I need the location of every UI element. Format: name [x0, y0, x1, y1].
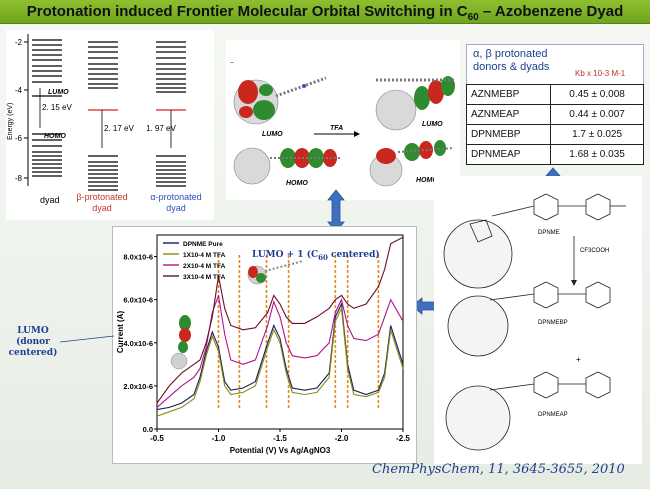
gap-label-dyad: 2. 15 eV [42, 103, 72, 112]
energy-axis: -2 -4 -6 -8 Energy (eV) [7, 34, 29, 186]
tfa-arrow-head [354, 131, 360, 137]
table-cell-name: DPNMEBP [465, 124, 552, 145]
energy-level-svg: -2 -4 -6 -8 Energy (eV) 2. 15 eV 2. 17 e… [7, 34, 202, 213]
chart-axes: -0.5 -1.0 -1.5 -2.0 -2.5 0.0 2.0x10-6 4.0x10-6 6… [116, 234, 410, 455]
chart-x-tick-label: -0.5 [150, 434, 164, 443]
chart-series-line [156, 306, 404, 417]
table-cell-name: DPNMEAP [465, 144, 552, 165]
molecular-orbital-panel: -- LUMO LUMO TFA [226, 40, 460, 200]
chart-xlabel: Potential (V) Vs Ag/AgNO3 [230, 446, 331, 455]
chart-inset-lumo-donor-image [170, 315, 191, 370]
table-cell-value: 1.68 ± 0.035 [550, 144, 644, 165]
energy-tick: -4 [15, 86, 23, 95]
annotation-lumo-donor: LUMO (donor centered) [8, 326, 58, 358]
chart-svg: -0.5 -1.0 -1.5 -2.0 -2.5 0.0 2.0x10-6 4.0x10-6 6… [116, 234, 410, 455]
chart-y-tick-label: 0.0 [143, 425, 153, 434]
chart-legend-label: DPNME Pure [183, 241, 223, 248]
citation: ChemPhysChem, 11, 3645-3655, 2010 [372, 462, 625, 477]
chart-y-tick-label: 2.0x10-6 [123, 382, 153, 391]
energy-level-diagram: -2 -4 -6 -8 Energy (eV) 2. 15 eV 2. 17 e… [6, 30, 214, 220]
chart-legend-label: 2X10-4 M TFA [183, 263, 226, 270]
chart-y-tick-label: 8.0x10-6 [123, 253, 153, 262]
table-cell-name: AZNMEAP [465, 104, 552, 125]
tfa-arrow-label: TFA [330, 125, 343, 132]
mo-lumo-dyad-image [233, 76, 327, 125]
chart-inset-lumo-c60-image [247, 260, 304, 285]
column-label-beta-line2: dyad [92, 203, 112, 213]
chart-ylabel: Current (A) [116, 311, 125, 354]
chemical-structures-panel: DPNME CF3COOH DPNMEBP + DPNMEAP [434, 176, 642, 464]
chart-x-tick-label: -2.0 [335, 434, 349, 443]
mo-label-lumo-right: LUMO [422, 121, 443, 128]
homo-label: HOMO [44, 133, 66, 140]
column-label-alpha-line1: α-protonated [150, 192, 201, 202]
energy-tick: -2 [15, 38, 23, 47]
structure-label-dpnmeap: DPNMEAP [538, 412, 568, 418]
table-cell-name: AZNMEBP [465, 84, 552, 105]
mo-homo-protonated-image [369, 140, 455, 187]
chart-y-tick-label: 6.0x10-6 [123, 296, 153, 305]
chart-peak-guides [217, 255, 380, 409]
energy-ylabel: Energy (eV) [7, 103, 14, 140]
chart-series-line [156, 236, 404, 404]
mo-svg: -- LUMO LUMO TFA [230, 60, 456, 187]
column-label-beta-line1: β-protonated [76, 192, 127, 202]
table-cell-value: 0.44 ± 0.007 [550, 104, 644, 125]
table-cell-value: 1.7 ± 0.025 [550, 124, 644, 145]
chart-series [156, 236, 404, 417]
table-unit-label: Kb x 10-3 M-1 [575, 69, 626, 78]
energy-tick: -8 [15, 174, 23, 183]
gap-arrows [39, 88, 172, 148]
structure-dpnmeap [445, 371, 611, 451]
structure-plus: + [576, 355, 581, 364]
chart-x-tick-label: -2.5 [396, 434, 410, 443]
chart-x-tick-label: -1.0 [212, 434, 226, 443]
table-cell-value: 0.45 ± 0.008 [550, 84, 644, 105]
chart-legend-label: 3X10-4 M TFA [183, 274, 226, 281]
chart-series-line [156, 302, 404, 411]
chart-y-tick-label: 4.0x10-6 [123, 339, 153, 348]
structure-dpnme [443, 193, 626, 289]
mo-lumo-protonated-image [375, 76, 456, 131]
energy-tick: -6 [15, 134, 23, 143]
chart-series-line [156, 295, 404, 408]
lumo-label: LUMO [48, 89, 69, 96]
mo-label-homo-left: HOMO [286, 180, 308, 187]
mo-tick-mark: -- [230, 60, 234, 66]
mo-label-lumo-left: LUMO [262, 131, 283, 138]
annotation-lumo-donor-leader [60, 335, 115, 343]
reagent-label: CF3COOH [580, 248, 609, 254]
page-title: Protonation induced Frontier Molecular O… [26, 3, 624, 23]
gap-label-beta: 2. 17 eV [104, 124, 134, 133]
column-label-alpha-line2: dyad [166, 203, 186, 213]
gap-label-alpha: 1. 97 eV [146, 124, 176, 133]
structures-svg: DPNME CF3COOH DPNMEBP + DPNMEAP [443, 193, 626, 451]
reaction-arrow-head [571, 280, 577, 286]
title-band [0, 0, 650, 24]
column-label-dyad: dyad [40, 195, 60, 205]
structure-dpnmebp [447, 281, 611, 357]
annotation-lumo-c60: LUMO + 1 (C60 centered) [252, 250, 380, 262]
chart-x-tick-label: -1.5 [273, 434, 287, 443]
mo-homo-dyad-image [233, 147, 342, 185]
voltammogram-chart: -0.5 -1.0 -1.5 -2.0 -2.5 0.0 2.0x10-6 4.0x10-6 6… [112, 226, 417, 464]
chart-legend-label: 1X10-4 M TFA [183, 252, 226, 259]
energy-levels [32, 39, 186, 191]
mo-label-homo-right: HOMO [416, 177, 438, 184]
table-header-line2: donors & dyads [473, 61, 550, 73]
table-header-line1: α, β protonated [473, 48, 548, 60]
structure-label-dpnme: DPNME [538, 230, 560, 236]
structure-label-dpnmebp: DPNMEBP [538, 320, 568, 326]
chart-legend: DPNME Pure 1X10-4 M TFA 2X10-4 M TFA 3X10-4… [163, 241, 226, 281]
